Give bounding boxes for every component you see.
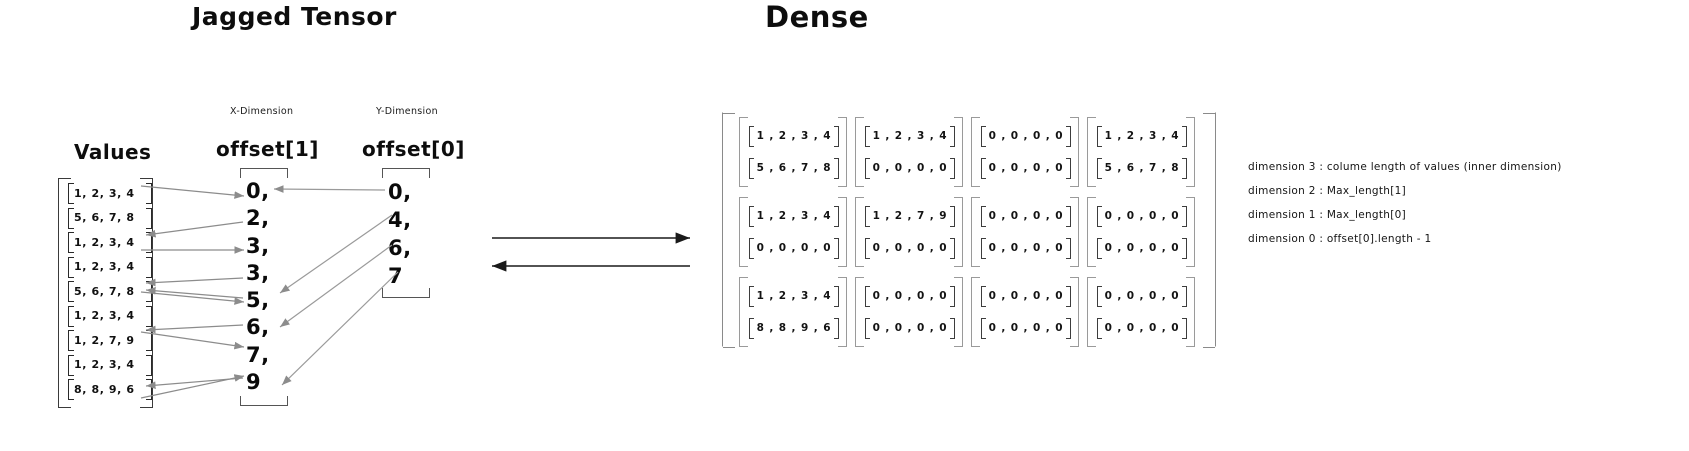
- dense-row: 1 , 2 , 3 , 4 8 , 8 , 9 , 6 0 , 0 , 0 , …: [739, 277, 1195, 347]
- values-row-text: 1, 2, 3, 4: [74, 309, 135, 323]
- offset1-item: 0,: [246, 179, 270, 203]
- dense-block: 0 , 0 , 0 , 0 0 , 0 , 0 , 0: [971, 277, 1079, 347]
- offset0-item: 4,: [388, 208, 412, 232]
- dense-block: 1 , 2 , 3 , 4 0 , 0 , 0 , 0: [855, 117, 963, 187]
- dimension-note: dimension 0 : offset[0].length - 1: [1248, 233, 1432, 245]
- dense-line: 0 , 0 , 0 , 0: [865, 283, 955, 309]
- dense-tensor: 1 , 2 , 3 , 4 5 , 6 , 7 , 8 1 , 2 , 3 , …: [722, 112, 1216, 348]
- offset1-item: 3,: [246, 260, 270, 285]
- dense-block: 1 , 2 , 3 , 4 5 , 6 , 7 , 8: [739, 117, 847, 187]
- offset1-bottom-bracket: [240, 396, 288, 406]
- dense-line: 1 , 2 , 7 , 9: [865, 203, 955, 229]
- offset0-item: 6,: [388, 236, 412, 260]
- dense-line: 0 , 0 , 0 , 0: [865, 155, 955, 181]
- values-row: 1, 2, 3, 4: [66, 181, 152, 206]
- offset0-item: 7: [388, 264, 404, 288]
- offset1-item: 6,: [246, 315, 270, 340]
- values-row: 8, 8, 9, 6: [66, 377, 152, 402]
- dense-block: 0 , 0 , 0 , 0 0 , 0 , 0 , 0: [971, 117, 1079, 187]
- offset1-list: 0, 2, 3, 3, 5, 6, 7, 9: [246, 178, 270, 396]
- offset1-item: 3,: [246, 233, 270, 258]
- values-row: 5, 6, 7, 8: [66, 206, 152, 231]
- dense-line: 0 , 0 , 0 , 0: [981, 203, 1071, 229]
- values-list: 1, 2, 3, 4 5, 6, 7, 8 1, 2, 3, 4 1, 2, 3…: [66, 181, 152, 402]
- dense-block: 1 , 2 , 3 , 4 5 , 6 , 7 , 8: [1087, 117, 1195, 187]
- offset1-item: 2,: [246, 206, 270, 231]
- dense-line: 1 , 2 , 3 , 4: [865, 123, 955, 149]
- dense-line: 0 , 0 , 0 , 0: [981, 235, 1071, 261]
- dimension-note: dimension 2 : Max_length[1]: [1248, 185, 1407, 197]
- dimension-notes-list: dimension 3 : colume length of values (i…: [1248, 155, 1562, 251]
- values-column-heading: Values: [74, 140, 152, 164]
- offset0-top-bracket: [382, 168, 430, 178]
- jagged-dense-conversion-arrows: [492, 232, 690, 272]
- values-row-text: 1, 2, 3, 4: [74, 358, 135, 372]
- dense-line: 0 , 0 , 0 , 0: [981, 123, 1071, 149]
- dense-line: 5 , 6 , 7 , 8: [749, 155, 839, 181]
- offset1-item: 9: [246, 370, 262, 395]
- offset1-item: 5,: [246, 288, 270, 313]
- values-outer-bracket-left: [58, 178, 71, 408]
- values-row-text: 1, 2, 3, 4: [74, 186, 135, 200]
- dense-line: 0 , 0 , 0 , 0: [981, 155, 1071, 181]
- dense-block: 0 , 0 , 0 , 0 0 , 0 , 0 , 0: [855, 277, 963, 347]
- values-row-text: 1, 2, 7, 9: [74, 333, 135, 347]
- dense-line: 0 , 0 , 0 , 0: [981, 283, 1071, 309]
- values-row-text: 1, 2, 3, 4: [74, 235, 135, 249]
- dense-outer-bracket: 1 , 2 , 3 , 4 5 , 6 , 7 , 8 1 , 2 , 3 , …: [722, 112, 1216, 348]
- dense-line: 0 , 0 , 0 , 0: [865, 235, 955, 261]
- values-to-offset1-arrows: [140, 185, 245, 399]
- offset1-item: 7,: [246, 342, 270, 367]
- values-row-text: 5, 6, 7, 8: [74, 284, 135, 298]
- dense-line: 0 , 0 , 0 , 0: [1097, 315, 1187, 341]
- dense-line: 0 , 0 , 0 , 0: [1097, 203, 1187, 229]
- dense-line: 0 , 0 , 0 , 0: [749, 235, 839, 261]
- dense-line: 0 , 0 , 0 , 0: [981, 315, 1071, 341]
- page-title-dense: Dense: [765, 0, 869, 34]
- dense-block: 1 , 2 , 3 , 4 0 , 0 , 0 , 0: [739, 197, 847, 267]
- dimension-note: dimension 3 : colume length of values (i…: [1248, 161, 1562, 173]
- dense-line: 0 , 0 , 0 , 0: [865, 315, 955, 341]
- y-dimension-label: Y-Dimension: [376, 106, 438, 117]
- values-row: 1, 2, 3, 4: [66, 255, 152, 280]
- values-row: 1, 2, 7, 9: [66, 328, 152, 353]
- values-row-text: 5, 6, 7, 8: [74, 211, 135, 225]
- dense-block: 0 , 0 , 0 , 0 0 , 0 , 0 , 0: [1087, 277, 1195, 347]
- dense-line: 1 , 2 , 3 , 4: [1097, 123, 1187, 149]
- offset0-item: 0,: [388, 180, 412, 204]
- page-title-jagged-tensor: Jagged Tensor: [192, 2, 397, 31]
- dense-block: 1 , 2 , 3 , 4 8 , 8 , 9 , 6: [739, 277, 847, 347]
- dense-line: 5 , 6 , 7 , 8: [1097, 155, 1187, 181]
- values-row: 1, 2, 3, 4: [66, 304, 152, 329]
- values-row-text: 1, 2, 3, 4: [74, 260, 135, 274]
- values-row: 1, 2, 3, 4: [66, 353, 152, 378]
- offset1-top-bracket: [240, 168, 288, 178]
- values-row-text: 8, 8, 9, 6: [74, 382, 135, 396]
- values-row: 5, 6, 7, 8: [66, 279, 152, 304]
- dense-block: 0 , 0 , 0 , 0 0 , 0 , 0 , 0: [1087, 197, 1195, 267]
- offset0-to-offset1-arrows: [273, 185, 399, 386]
- dense-line: 1 , 2 , 3 , 4: [749, 123, 839, 149]
- offset0-column-heading: offset[0]: [362, 137, 465, 161]
- offset0-list: 0, 4, 6, 7: [388, 178, 412, 290]
- dense-block: 0 , 0 , 0 , 0 0 , 0 , 0 , 0: [971, 197, 1079, 267]
- dense-row: 1 , 2 , 3 , 4 5 , 6 , 7 , 8 1 , 2 , 3 , …: [739, 117, 1195, 187]
- offset1-column-heading: offset[1]: [216, 137, 319, 161]
- dense-line: 1 , 2 , 3 , 4: [749, 203, 839, 229]
- dense-line: 1 , 2 , 3 , 4: [749, 283, 839, 309]
- dense-row: 1 , 2 , 3 , 4 0 , 0 , 0 , 0 1 , 2 , 7 , …: [739, 197, 1195, 267]
- x-dimension-label: X-Dimension: [230, 106, 294, 117]
- dense-line: 0 , 0 , 0 , 0: [1097, 235, 1187, 261]
- dense-line: 0 , 0 , 0 , 0: [1097, 283, 1187, 309]
- dense-block: 1 , 2 , 7 , 9 0 , 0 , 0 , 0: [855, 197, 963, 267]
- values-row: 1, 2, 3, 4: [66, 230, 152, 255]
- dense-line: 8 , 8 , 9 , 6: [749, 315, 839, 341]
- dimension-note: dimension 1 : Max_length[0]: [1248, 209, 1407, 221]
